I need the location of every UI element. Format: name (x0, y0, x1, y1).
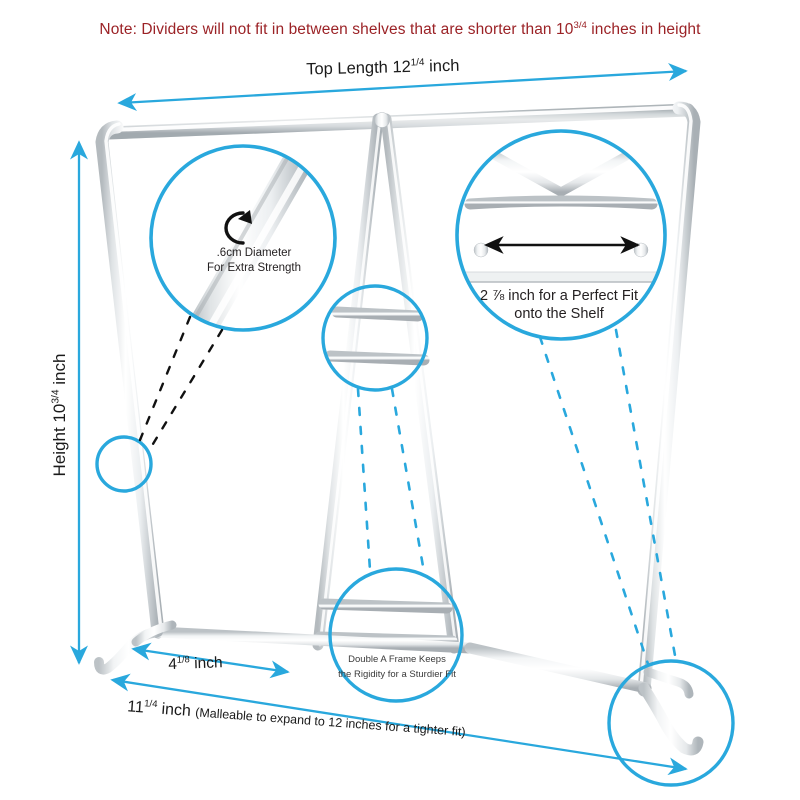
callout-ring-diameter (149, 144, 337, 332)
bottom-cross-bar-right (464, 642, 652, 694)
frame-top-bar (101, 103, 695, 140)
frame-left-leg (95, 120, 165, 639)
callout-ring-shelf-fit (455, 129, 667, 341)
mag-splay-left (480, 145, 566, 197)
leader-diameter-left (138, 315, 192, 442)
dimension-label-top-length: Top Length 121/4 inch (306, 56, 460, 79)
leader-diameter-right (151, 328, 224, 446)
callout-rigidity-line2: the Rigidity for a Sturdier Fit (338, 668, 456, 680)
frame-left-leg-highlight (104, 122, 163, 632)
top-note: Note: Dividers will not fit in between s… (0, 20, 800, 39)
base-width-fraction: 1/4 (143, 698, 158, 711)
magnified-tube-highlight (190, 146, 320, 330)
callout-circle-shelf-fit (455, 129, 667, 341)
base-width-prefix: 11 (126, 698, 145, 717)
note-fraction: 3/4 (573, 20, 587, 31)
foot-depth-suffix: inch (189, 654, 223, 673)
callout-circle-rungs (321, 284, 429, 392)
callout-fit-line2: onto the Shelf (514, 306, 604, 323)
top-length-fraction: 1/4 (410, 57, 425, 69)
rotation-arrow-icon (224, 210, 252, 245)
top-length-prefix: Top Length 12 (306, 57, 412, 79)
callout-text-rigidity: Double A Frame Keeps the Rigidity for a … (318, 653, 476, 682)
arrow-foot-depth (131, 642, 290, 679)
aframe-rung-3 (318, 598, 453, 614)
aframe-right-rail (380, 113, 460, 654)
dimension-label-foot-depth: 41/8 inch (168, 653, 223, 674)
left-foot-brace (131, 620, 177, 647)
leader-lines (138, 315, 678, 666)
callout-text-shelf-fit: 2 ⅞ inch for a Perfect Fit onto the Shel… (444, 287, 674, 323)
callout-circle-rigidity (328, 567, 464, 703)
foot-depth-fraction: 1/8 (176, 654, 190, 665)
magnified-foot-hook (638, 682, 704, 756)
dimension-arrows (70, 63, 688, 776)
magnified-hook-path (638, 682, 704, 756)
arrow-base-width (110, 673, 688, 776)
right-foot-brace (643, 667, 694, 699)
callout-diameter-line2: For Extra Strength (207, 261, 301, 274)
frame-top-bar-shade (101, 103, 695, 140)
height-fraction: 3/4 (50, 389, 62, 404)
leader-foot-hook-left (538, 335, 650, 666)
leader-foot-hook-right (614, 328, 678, 663)
leader-rigidity-left (356, 387, 372, 572)
callout-circle-diameter (149, 144, 337, 332)
mag-foot-knob-left (473, 242, 489, 258)
magnified-tube (174, 146, 324, 330)
arrow-top-length (117, 63, 688, 112)
callout-ring-rungs (321, 284, 429, 392)
mag-shelf-edge (461, 271, 663, 283)
top-length-suffix: inch (424, 56, 460, 76)
aframe-rung-2 (324, 350, 430, 366)
aframe-right-rail-highlight (386, 117, 458, 650)
callout-fit-line1: 2 ⅞ inch for a Perfect Fit (480, 288, 638, 304)
mag-shelf-wire-1 (464, 195, 658, 210)
note-prefix: Note: Dividers will not fit in between s… (99, 21, 574, 39)
note-suffix: inches in height (586, 21, 701, 39)
aframe-rung-1 (331, 306, 424, 322)
callout-ring-foot-hook (607, 659, 735, 787)
leader-rigidity-right (390, 387, 426, 574)
bottom-cross-bar-left (152, 626, 476, 654)
base-width-suffix: inch (156, 700, 196, 721)
callout-text-diameter: .6cm Diameter For Extra Strength (176, 246, 332, 275)
callout-ring-rigidity (328, 567, 464, 703)
mag-splay-right (556, 145, 642, 197)
aframe-apex-joint (374, 112, 390, 128)
callout-ring-left-leg (95, 435, 153, 493)
callout-source-ring-left-leg (95, 435, 153, 493)
callout-diameter-line1: .6cm Diameter (216, 247, 292, 259)
dimension-label-height: Height 103/4 inch (50, 305, 70, 525)
callout-circle-foot-hook (607, 659, 735, 787)
height-suffix: inch (50, 353, 69, 390)
callout-rigidity-line1: Double A Frame Keeps (348, 654, 446, 665)
height-prefix: Height 10 (50, 403, 69, 477)
